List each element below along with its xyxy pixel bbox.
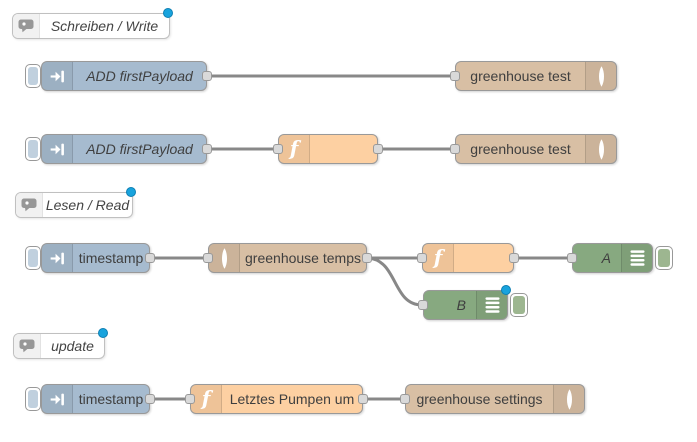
node-label: greenhouse settings bbox=[416, 391, 543, 407]
inject-node-timestamp-1[interactable]: timestamp bbox=[25, 243, 155, 273]
storage-node-greenhouse-test-2[interactable]: greenhouse test bbox=[450, 134, 617, 164]
changed-indicator bbox=[98, 328, 108, 338]
debug-node-a[interactable]: A bbox=[567, 243, 673, 273]
function-f-icon: f bbox=[191, 385, 222, 413]
output-port[interactable] bbox=[145, 253, 155, 263]
node-label: greenhouse test bbox=[470, 141, 571, 157]
node-label: B bbox=[456, 297, 466, 313]
function-f-icon: f bbox=[423, 244, 454, 272]
output-port[interactable] bbox=[362, 253, 372, 263]
inject-arrow-icon bbox=[42, 244, 73, 272]
node-label: A bbox=[601, 250, 611, 266]
debug-toggle-button[interactable] bbox=[655, 246, 673, 270]
input-port[interactable] bbox=[185, 394, 195, 404]
leaf-icon bbox=[585, 62, 616, 90]
output-port[interactable] bbox=[509, 253, 519, 263]
function-node-unnamed-1[interactable]: f bbox=[273, 134, 383, 164]
debug-toggle-button[interactable] bbox=[510, 293, 528, 317]
comment-bubble-icon bbox=[16, 193, 43, 217]
inject-arrow-icon bbox=[42, 385, 73, 413]
input-port[interactable] bbox=[450, 144, 460, 154]
output-port[interactable] bbox=[358, 394, 368, 404]
comment-bubble-icon bbox=[14, 334, 41, 358]
comment-label: update bbox=[51, 338, 94, 354]
inject-arrow-icon bbox=[42, 135, 73, 163]
comment-label: Lesen / Read bbox=[45, 197, 130, 213]
output-port[interactable] bbox=[145, 394, 155, 404]
changed-indicator bbox=[126, 187, 136, 197]
node-label: Letztes Pumpen um bbox=[229, 391, 355, 407]
input-port[interactable] bbox=[203, 253, 213, 263]
inject-button[interactable] bbox=[25, 137, 41, 161]
comment-label: Schreiben / Write bbox=[50, 18, 159, 34]
inject-button[interactable] bbox=[25, 64, 41, 88]
debug-list-icon bbox=[476, 291, 507, 319]
input-port[interactable] bbox=[400, 394, 410, 404]
comment-node-schreiben-write[interactable]: Schreiben / Write bbox=[12, 8, 173, 39]
leaf-icon bbox=[209, 244, 240, 272]
storage-node-greenhouse-test-1[interactable]: greenhouse test bbox=[450, 61, 617, 91]
inject-node-add-firstpayload-1[interactable]: ADD firstPayload bbox=[25, 61, 212, 91]
node-label: greenhouse test bbox=[470, 68, 571, 84]
inject-node-add-firstpayload-2[interactable]: ADD firstPayload bbox=[25, 134, 212, 164]
storage-node-greenhouse-temps[interactable]: greenhouse temps bbox=[203, 243, 372, 273]
function-node-letztes-pumpen-um[interactable]: f Letztes Pumpen um bbox=[185, 384, 368, 414]
changed-indicator bbox=[163, 8, 173, 18]
node-label: ADD firstPayload bbox=[86, 68, 193, 84]
function-node-unnamed-2[interactable]: f bbox=[417, 243, 519, 273]
leaf-icon bbox=[585, 135, 616, 163]
node-label bbox=[310, 135, 377, 163]
debug-node-b[interactable]: B bbox=[418, 285, 528, 320]
output-port[interactable] bbox=[373, 144, 383, 154]
node-label bbox=[454, 244, 513, 272]
comment-node-update[interactable]: update bbox=[13, 328, 108, 359]
node-label: timestamp bbox=[78, 250, 144, 266]
node-label: timestamp bbox=[78, 391, 144, 407]
input-port[interactable] bbox=[417, 253, 427, 263]
inject-button[interactable] bbox=[25, 246, 41, 270]
node-label: ADD firstPayload bbox=[86, 141, 193, 157]
input-port[interactable] bbox=[450, 71, 460, 81]
inject-node-timestamp-2[interactable]: timestamp bbox=[25, 384, 155, 414]
input-port[interactable] bbox=[418, 300, 428, 310]
comment-bubble-icon bbox=[13, 14, 40, 38]
wire[interactable] bbox=[366, 256, 424, 307]
function-f-icon: f bbox=[279, 135, 310, 163]
output-port[interactable] bbox=[202, 71, 212, 81]
comment-node-lesen-read[interactable]: Lesen / Read bbox=[15, 187, 136, 218]
changed-indicator bbox=[501, 285, 511, 295]
output-port[interactable] bbox=[202, 144, 212, 154]
debug-list-icon bbox=[621, 244, 652, 272]
input-port[interactable] bbox=[567, 253, 577, 263]
storage-node-greenhouse-settings[interactable]: greenhouse settings bbox=[400, 384, 585, 414]
node-label: greenhouse temps bbox=[245, 250, 361, 266]
leaf-icon bbox=[553, 385, 584, 413]
inject-arrow-icon bbox=[42, 62, 73, 90]
inject-button[interactable] bbox=[25, 387, 41, 411]
input-port[interactable] bbox=[273, 144, 283, 154]
